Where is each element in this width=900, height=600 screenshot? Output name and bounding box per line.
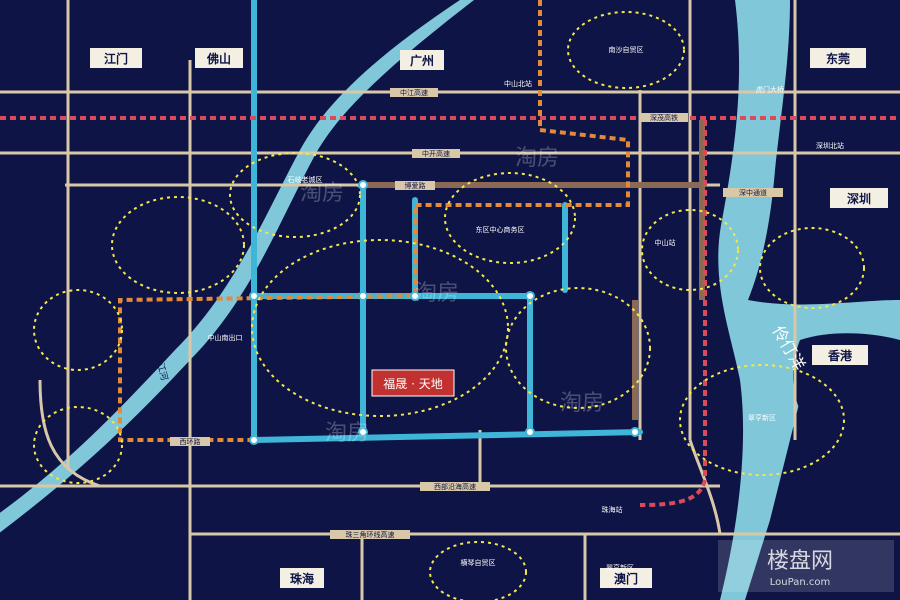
city-guangzhou: 广州 (410, 53, 434, 68)
city-zhuhai: 珠海 (290, 571, 314, 586)
city-shenzhen: 深圳 (847, 191, 871, 206)
city-macau: 澳门 (614, 571, 638, 586)
station-shenzhen-north: 深圳北站 (816, 141, 844, 150)
intercity-rail-orange (118, 0, 630, 442)
watermark-taofang-4: 淘房 (325, 421, 369, 446)
city-foshan: 佛山 (206, 51, 231, 66)
watermark-taofang-3: 淘房 (560, 391, 604, 416)
road-zhongkai: 中开高速 (422, 149, 450, 158)
station-humen-bridge: 虎门大桥 (756, 85, 784, 94)
watermark-loupan-url: LouPan.com (770, 577, 830, 588)
road-xibu: 西部沿海高速 (434, 482, 476, 491)
road-boai: 博爱路 (405, 181, 426, 190)
station-zhongshan: 中山站 (655, 238, 676, 247)
district-cuiheng-right: 翠亨新区 (748, 413, 776, 422)
pearl-estuary (718, 0, 900, 600)
station-labels: 中山北站 中山站 中山南出口 深圳北站 珠海站 虎门大桥 (208, 79, 845, 514)
metro-stations (249, 180, 640, 445)
project-marker[interactable]: 福晟 · 天地 (371, 369, 455, 397)
watermark-taofang-2: 淘房 (415, 281, 459, 306)
city-hongkong: 香港 (827, 348, 853, 363)
lantau-island (810, 424, 900, 477)
watermark-taofang: 淘房 淘房 淘房 淘房 淘房 (300, 146, 604, 446)
qijiang-river (0, 0, 474, 533)
city-dongguan: 东莞 (826, 51, 850, 66)
highspeed-rail-red (0, 116, 900, 507)
station-zhuhai: 珠海站 (602, 505, 623, 514)
district-shiqi: 石岐老城区 (288, 175, 323, 184)
project-name: 福晟 · 天地 (383, 376, 442, 391)
road-zhongjiang: 中江高速 (400, 88, 428, 97)
city-labels: 江门 佛山 广州 东莞 深圳 香港 珠海 澳门 (90, 48, 888, 588)
road-shenzhong: 深茂高铁 (650, 113, 678, 122)
station-south-exit: 中山南出口 (208, 333, 243, 342)
district-labels: 南沙自贸区 石岐老城区 东区中心商务区 翠亨新区 横琴自贸区 翠亨新区 (288, 45, 777, 572)
road-xihuan: 西环路 (180, 437, 201, 446)
city-jiangmen: 江门 (104, 51, 128, 66)
road-zhusan: 珠三角环线高速 (346, 530, 395, 539)
watermark-loupan-cn: 楼盘网 (767, 549, 833, 574)
watermark-loupan: 楼盘网 LouPan.com (718, 540, 894, 592)
road-labels: 中江高速 深茂高铁 中开高速 博爱路 西环路 西部沿海高速 珠三角环线高速 深中… (170, 88, 783, 539)
road-shenzhong-channel: 深中通道 (739, 188, 767, 197)
district-cuiheng: 翠亨新区 (606, 563, 634, 572)
district-lianhe: 横琴自贸区 (461, 558, 496, 567)
zone-circles (33, 11, 865, 600)
district-east-center: 东区中心商务区 (476, 225, 525, 234)
station-zhongshan-north: 中山北站 (504, 79, 532, 88)
watermark-taofang-5: 淘房 (300, 181, 344, 206)
watermark-taofang-1: 淘房 (515, 146, 559, 171)
district-nansha: 南沙自贸区 (609, 45, 644, 54)
